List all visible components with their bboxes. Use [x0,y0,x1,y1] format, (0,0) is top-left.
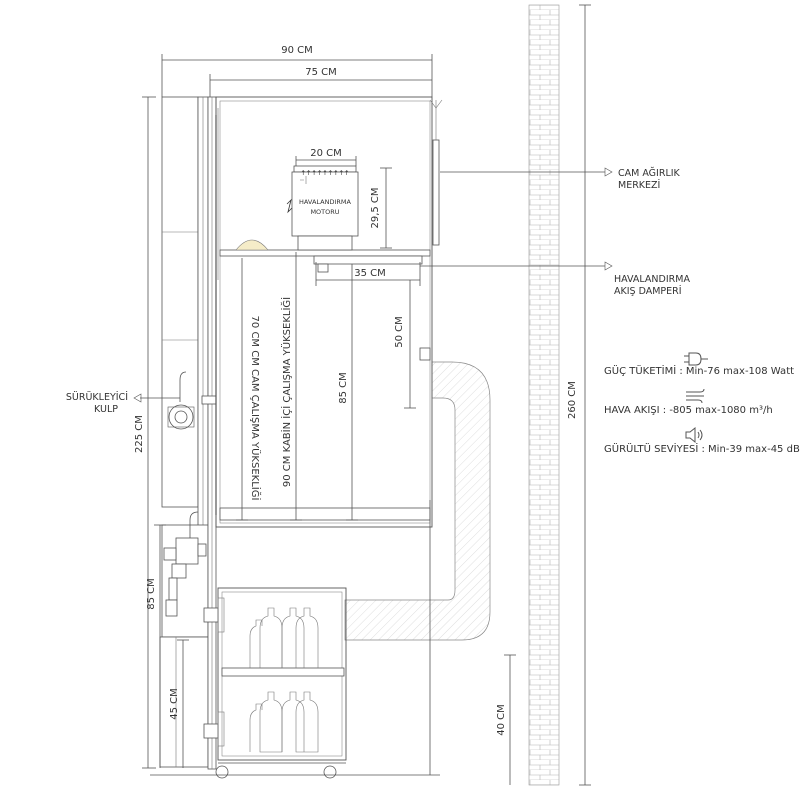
speaker-icon [685,426,703,444]
dim-total-height: 225 CM [134,415,145,453]
lightning-icon [286,198,293,214]
dim-lower-height: 85 CM [146,578,157,610]
motor-label-line1: HAVALANDIRMA [299,198,352,206]
ventilation-motor: ↑↑↑↑↑↑↑↑↑ HAVALANDIRMA MOTORU [286,165,359,251]
brick-wall [528,4,560,786]
glass-cg-label-line1: CAM AĞIRLIK [618,167,681,179]
dim-wall-bottom: 40 CM [496,704,507,736]
hinge-icon [203,607,219,623]
damper-label-line2: AKIŞ DAMPERİ [614,286,682,297]
glass-cg-label-line2: MERKEZİ [618,180,660,191]
spec-noise: GÜRÜLTÜ SEVİYESİ : Min-39 max-45 dB [604,442,800,455]
dim-total-width: 90 CM [281,45,313,56]
spec-power: GÜÇ TÜKETİMİ : Min-76 max-108 Watt [604,364,794,377]
hinge-icon [203,723,219,739]
dim-damper-width: 35 CM [354,268,386,279]
dim-motor-width: 20 CM [310,148,342,159]
bottles-lower [249,691,319,753]
wheel-icon [215,765,229,779]
dim-damper-height: 50 CM [394,316,405,348]
dim-glass-working-height: 70 CM CM CAM ÇALIŞMA YÜKSEKLİĞİ [249,316,262,501]
handle-label-line1: SÜRÜKLEYİCİ [66,392,128,403]
motor-arrows: ↑↑↑↑↑↑↑↑↑ [300,169,349,177]
dim-motor-height: 29,5 CM [370,187,381,228]
damper-label-line1: HAVALANDIRMA [614,274,690,285]
leader-arrows [133,167,613,403]
upper-cabinet [215,96,443,528]
dim-inner-height: 85 CM [338,372,349,404]
lower-cabinet [203,587,347,779]
exhaust-duct [344,361,491,641]
side-column [159,96,217,770]
dim-base-height: 45 CM [169,688,180,720]
dim-cabin-working-height: 90 CM KABİN İÇİ ÇALIŞMA YÜKSEKLİĞİ [280,297,293,487]
dim-wall-height: 260 CM [567,381,578,419]
wheel-icon [323,765,337,779]
spec-airflow: HAVA AKIŞI : -805 max-1080 m³/h [604,405,773,416]
dim-inner-width: 75 CM [305,67,337,78]
valve-assembly-icon [163,511,207,617]
drag-handle-icon[interactable] [167,371,217,430]
motor-label-line2: MOTORU [310,208,339,216]
dimension-lines [140,4,605,786]
handle-label-line2: KULP [94,404,118,415]
plug-icon [684,352,708,366]
wind-icon [686,388,705,404]
bottles-upper [249,607,319,669]
